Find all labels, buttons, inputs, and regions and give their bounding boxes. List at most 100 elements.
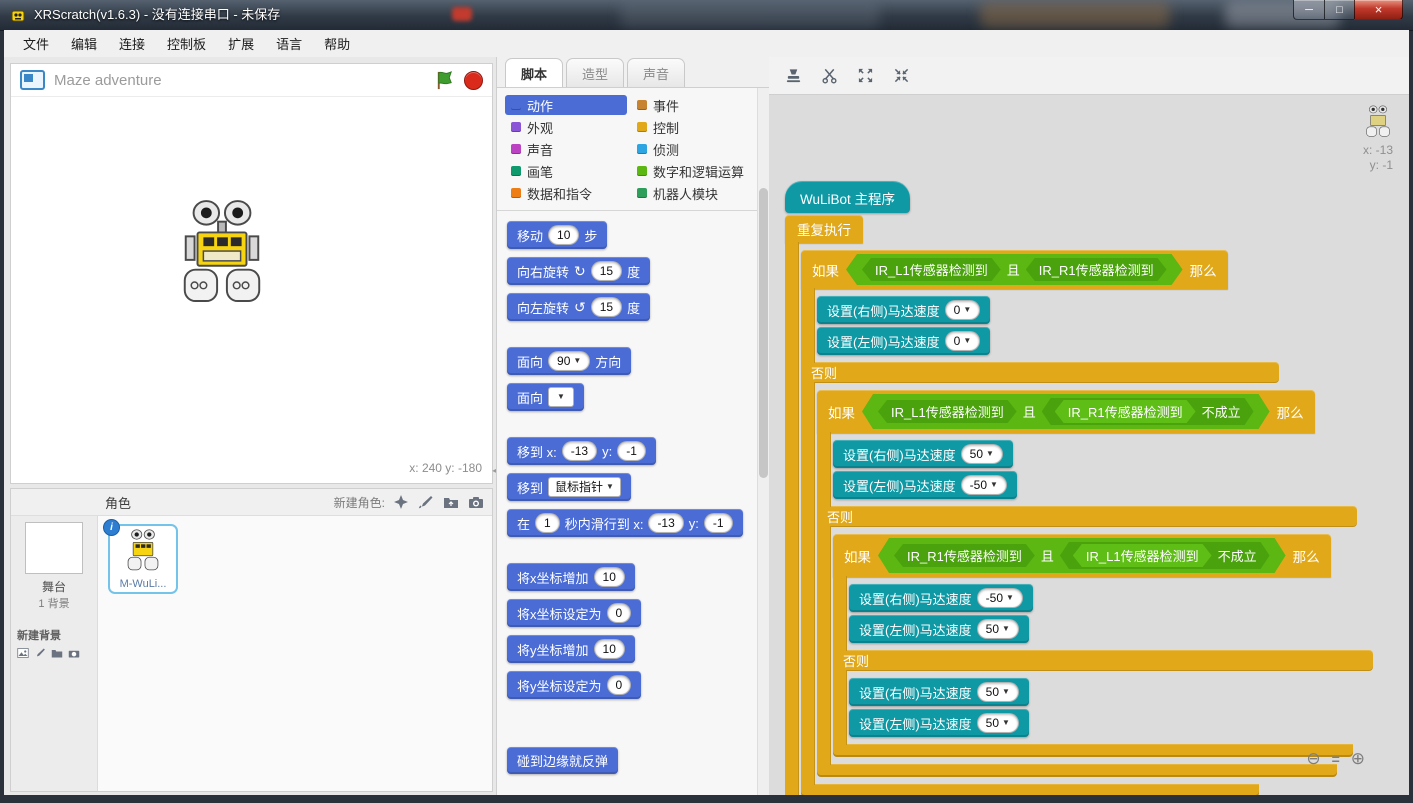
- and-operator-block[interactable]: IR_R1传感器检测到 且 IR_L1传感器检测到 不成立: [878, 538, 1286, 573]
- number-input[interactable]: 15: [590, 297, 623, 317]
- palette-block-turn-right[interactable]: 向右旋转 ↻ 15 度: [507, 257, 651, 285]
- and-operator-block[interactable]: IR_L1传感器检测到 且 IR_R1传感器检测到 不成立: [862, 394, 1270, 429]
- number-input[interactable]: 10: [593, 639, 625, 659]
- stage-canvas[interactable]: x: 240 y: -180: [11, 97, 492, 480]
- category-pen[interactable]: 画笔: [505, 161, 627, 181]
- category-robot[interactable]: 机器人模块: [631, 183, 765, 203]
- if-block-end[interactable]: [801, 784, 1259, 795]
- motor-speed-dropdown[interactable]: 50▼: [976, 713, 1019, 733]
- category-data[interactable]: 数据和指令: [505, 183, 627, 203]
- minimize-button[interactable]: ─: [1293, 0, 1325, 20]
- sensor-ir-l1-block[interactable]: IR_L1传感器检测到: [1073, 544, 1212, 567]
- motor-speed-dropdown[interactable]: 50▼: [960, 444, 1003, 464]
- not-operator-block[interactable]: IR_L1传感器检测到 不成立: [1060, 542, 1270, 569]
- green-flag-button[interactable]: [434, 70, 455, 91]
- menu-language[interactable]: 语言: [276, 37, 303, 52]
- project-title[interactable]: Maze adventure: [54, 71, 162, 89]
- set-right-motor-speed-block[interactable]: 设置(右侧)马达速度 -50▼: [849, 584, 1033, 612]
- palette-block-turn-left[interactable]: 向左旋转 ↺ 15 度: [507, 293, 651, 321]
- target-dropdown[interactable]: 鼠标指针▼: [548, 477, 621, 497]
- menu-edit[interactable]: 编辑: [71, 37, 98, 52]
- tab-costumes[interactable]: 造型: [566, 58, 625, 87]
- maximize-button[interactable]: □: [1325, 0, 1354, 20]
- not-operator-block[interactable]: IR_R1传感器检测到 不成立: [1042, 398, 1254, 425]
- delete-scissors-icon[interactable]: [821, 67, 838, 84]
- upload-sprite-icon[interactable]: [443, 494, 459, 510]
- else-bar[interactable]: 否则: [801, 362, 1279, 383]
- backdrop-library-icon[interactable]: [17, 647, 29, 659]
- palette-block-glide[interactable]: 在 1 秒内滑行到 x: -13 y: -1: [507, 509, 743, 537]
- stage-size-toggle-icon[interactable]: [20, 70, 45, 90]
- set-right-motor-speed-block[interactable]: 设置(右侧)马达速度 50▼: [833, 440, 1013, 468]
- stop-button[interactable]: [464, 70, 483, 90]
- robot-sprite[interactable]: [173, 199, 271, 309]
- palette-scrollbar[interactable]: [757, 88, 769, 795]
- sprite-info-badge[interactable]: i: [103, 519, 120, 536]
- set-left-motor-speed-block[interactable]: 设置(左侧)马达速度 -50▼: [833, 471, 1017, 499]
- menu-extensions[interactable]: 扩展: [228, 37, 255, 52]
- if-else-block-2[interactable]: 如果 IR_L1传感器检测到 且 IR_R1传感器检测到 不成立: [817, 390, 1373, 777]
- grow-sprite-icon[interactable]: [857, 67, 874, 84]
- motor-speed-dropdown[interactable]: -50▼: [976, 588, 1023, 608]
- menu-connect[interactable]: 连接: [119, 37, 146, 52]
- category-sound[interactable]: 声音: [505, 139, 627, 159]
- sensor-ir-r1-block[interactable]: IR_R1传感器检测到: [894, 544, 1035, 567]
- paint-backdrop-icon[interactable]: [34, 647, 46, 659]
- paint-new-sprite-icon[interactable]: [418, 494, 434, 510]
- zoom-reset-icon[interactable]: =: [1331, 751, 1340, 767]
- palette-block-point-direction[interactable]: 面向 90▼ 方向: [507, 347, 632, 375]
- palette-block-change-x[interactable]: 将x坐标增加 10: [507, 563, 635, 591]
- category-control[interactable]: 控制: [631, 117, 765, 137]
- menu-board[interactable]: 控制板: [167, 37, 207, 52]
- sensor-ir-r1-block[interactable]: IR_R1传感器检测到: [1026, 258, 1167, 281]
- set-left-motor-speed-block[interactable]: 设置(左侧)马达速度 0▼: [817, 327, 991, 355]
- zoom-in-icon[interactable]: ⊕: [1350, 749, 1365, 768]
- category-motion[interactable]: 动作: [505, 95, 627, 115]
- camera-sprite-icon[interactable]: [468, 494, 484, 510]
- number-input[interactable]: 10: [593, 567, 625, 587]
- x-input[interactable]: -13: [561, 441, 598, 461]
- motor-speed-dropdown[interactable]: 0▼: [944, 300, 981, 320]
- palette-block-point-towards[interactable]: 面向 ▼: [507, 383, 585, 411]
- upload-backdrop-icon[interactable]: [51, 647, 63, 659]
- scrollbar-thumb[interactable]: [759, 188, 768, 478]
- sensor-ir-l1-block[interactable]: IR_L1传感器检测到: [878, 400, 1017, 423]
- number-input[interactable]: 0: [606, 603, 632, 623]
- motor-speed-dropdown[interactable]: 50▼: [976, 619, 1019, 639]
- duplicate-stamp-icon[interactable]: [785, 67, 802, 84]
- palette-block-set-x[interactable]: 将x坐标设定为 0: [507, 599, 642, 627]
- target-dropdown[interactable]: ▼: [548, 387, 575, 407]
- palette-block-move[interactable]: 移动 10 步: [507, 221, 608, 249]
- camera-backdrop-icon[interactable]: [68, 647, 80, 659]
- category-events[interactable]: 事件: [631, 95, 765, 115]
- palette-block-goto-xy[interactable]: 移到 x: -13 y: -1: [507, 437, 656, 465]
- and-operator-block[interactable]: IR_L1传感器检测到 且 IR_R1传感器检测到: [846, 254, 1183, 285]
- hat-block-main-program[interactable]: WuLiBot 主程序: [785, 181, 911, 213]
- palette-block-goto-target[interactable]: 移到 鼠标指针▼: [507, 473, 631, 501]
- set-right-motor-speed-block[interactable]: 设置(右侧)马达速度 0▼: [817, 296, 991, 324]
- motor-speed-dropdown[interactable]: -50▼: [960, 475, 1007, 495]
- sprite-card-wulibot[interactable]: i M-WuLi...: [103, 519, 178, 594]
- x-input[interactable]: -13: [648, 513, 684, 533]
- palette-block-set-y[interactable]: 将y坐标设定为 0: [507, 671, 642, 699]
- palette-block-bounce[interactable]: 碰到边缘就反弹: [507, 747, 619, 774]
- menu-file[interactable]: 文件: [23, 37, 50, 52]
- palette-block-change-y[interactable]: 将y坐标增加 10: [507, 635, 635, 663]
- tab-scripts[interactable]: 脚本: [505, 58, 564, 87]
- if-else-block-1[interactable]: 如果 IR_L1传感器检测到 且 IR_R1传感器检测到 那么: [801, 250, 1373, 795]
- stage-resize-arrow[interactable]: ◄: [490, 465, 501, 477]
- shrink-sprite-icon[interactable]: [893, 67, 910, 84]
- if-block-end[interactable]: [817, 764, 1337, 777]
- else-bar[interactable]: 否则: [833, 650, 1373, 671]
- if-block-end[interactable]: [833, 744, 1353, 757]
- motor-speed-dropdown[interactable]: 50▼: [976, 682, 1019, 702]
- y-input[interactable]: -1: [703, 513, 733, 533]
- tab-sounds[interactable]: 声音: [627, 58, 686, 87]
- zoom-out-icon[interactable]: ⊖: [1306, 749, 1321, 768]
- sensor-ir-r1-block[interactable]: IR_R1传感器检测到: [1055, 400, 1196, 423]
- number-input[interactable]: 10: [548, 225, 580, 245]
- motor-speed-dropdown[interactable]: 0▼: [944, 331, 981, 351]
- y-input[interactable]: -1: [617, 441, 646, 461]
- seconds-input[interactable]: 1: [535, 513, 560, 533]
- set-left-motor-speed-block[interactable]: 设置(左侧)马达速度 50▼: [849, 615, 1029, 643]
